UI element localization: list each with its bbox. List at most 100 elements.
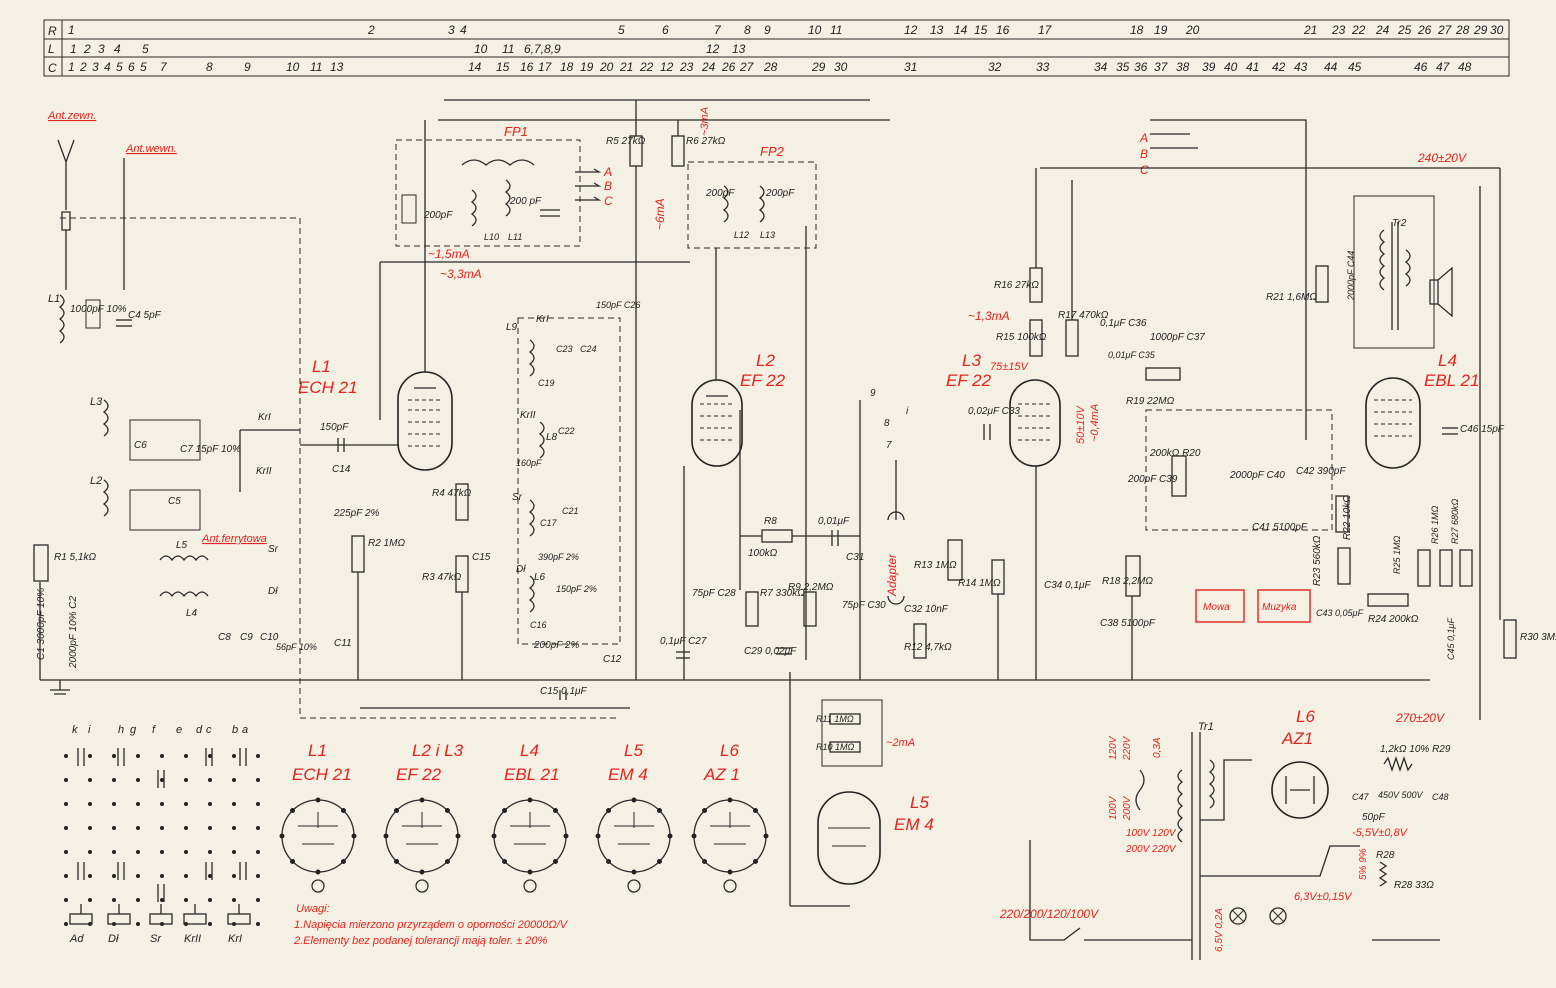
r28-label: R28 33Ω (1394, 880, 1434, 891)
grid-c-number: 14 (468, 60, 482, 74)
r26-label: R26 1MΩ (1430, 505, 1440, 544)
switch-contact (208, 922, 212, 926)
base-type: AZ 1 (703, 765, 740, 784)
coil-l4 (159, 591, 209, 598)
grid-c-number: 36 (1134, 60, 1148, 74)
c36-label: 0,1μF C36 (1100, 318, 1147, 329)
resistor-r8 (761, 529, 793, 543)
tube-pin (340, 808, 346, 814)
current-i3: ~6mA (653, 198, 667, 230)
switch-label-g: g (130, 724, 137, 736)
grid-c-number: 45 (1348, 60, 1362, 74)
tube-pin (702, 858, 708, 864)
potentiometer-r18 (1125, 555, 1141, 597)
switch-contact (136, 826, 140, 830)
tube-pin (351, 833, 357, 839)
grid-c-number: 37 (1154, 60, 1169, 74)
svg-text:100kΩ: 100kΩ (748, 548, 778, 559)
switch-contact (232, 898, 236, 902)
grid-c-number: 20 (599, 60, 614, 74)
switch-contact (112, 874, 116, 878)
switch-key (107, 913, 131, 925)
base-type: EBL 21 (504, 765, 559, 784)
tube-base-key (415, 879, 429, 893)
switch-contact (64, 898, 68, 902)
r30-label: R30 3MΩ (1520, 632, 1556, 643)
switch-blade (117, 748, 125, 766)
c10-label: C10 (260, 632, 279, 643)
tube-l2-envelope (691, 379, 743, 467)
c40-label: 2000pF C40 (1229, 470, 1285, 481)
grid-r-number: 24 (1375, 23, 1390, 37)
svg-text:L8: L8 (546, 432, 558, 443)
abc-a: A (1139, 131, 1148, 145)
c9-label: C9 (240, 632, 253, 643)
svg-text:Sr: Sr (512, 492, 523, 503)
tube-l1-id: L1 (312, 357, 331, 376)
r12-label: R12 4,7kΩ (904, 642, 952, 653)
switch-contact (184, 754, 188, 758)
grid-l-number: 4 (114, 42, 121, 56)
c8-label: C8 (218, 632, 231, 643)
mechanical-link-1 (299, 218, 620, 719)
c4-label: C4 5pF (128, 310, 162, 321)
filter-fp1: FP1 200pF 200 pF L10 L11 ~1,5mA ~3,3mA A… (395, 99, 890, 281)
band-coils: L9 KrI KrII L8 Sr L6 Dł 150pF C26 C23 C2… (360, 300, 640, 709)
mode-mowa: Mowa (1203, 602, 1230, 613)
grid-c-number: 46 (1414, 60, 1428, 74)
switch-contact (208, 874, 212, 878)
grid-r-number: 23 (1331, 23, 1346, 37)
switch-contact (208, 826, 212, 830)
potentiometer-r19 (1145, 367, 1181, 381)
switch-blade (157, 884, 165, 902)
tube-pin (656, 808, 662, 814)
stage-l2: L2 EF 22 0,1μF C27 (660, 351, 786, 680)
grid-r-number: 27 (1437, 23, 1453, 37)
switch-contact (64, 802, 68, 806)
switch-contact (136, 874, 140, 878)
switch-contact (160, 874, 164, 878)
c16-label: C16 (530, 620, 547, 630)
tube-pin (563, 833, 569, 839)
grid-l-number: 5 (142, 42, 149, 56)
grid-c-number: 1 (68, 60, 75, 74)
switch-contact (256, 778, 260, 782)
notes-title: Uwagi: (296, 903, 330, 915)
grid-c-number: 26 (721, 60, 736, 74)
switch-contact (64, 850, 68, 854)
r11-label: R11 1MΩ (816, 714, 854, 724)
grid-c-number: 47 (1436, 60, 1451, 74)
grid-l-number: 1 (70, 42, 77, 56)
switch-contact (160, 898, 164, 902)
switch-label-d: d (196, 724, 203, 736)
switch-contact (256, 754, 260, 758)
r4-label: R4 47kΩ (432, 488, 472, 499)
tube-pin (552, 858, 558, 864)
switch-contact (256, 898, 260, 902)
switch-contact (88, 850, 92, 854)
base-type: EF 22 (396, 765, 442, 784)
base-type: EM 4 (608, 765, 648, 784)
c44-label: 2000pF C44 (1346, 251, 1356, 301)
r24-label: R24 200kΩ (1368, 614, 1419, 625)
grid-c-number: 18 (560, 60, 574, 74)
label-ant-ext: Ant.zewn. (47, 110, 96, 122)
svg-text:L9: L9 (506, 322, 518, 333)
voltage-v7: 6,5V 0,2A (1214, 908, 1225, 952)
svg-text:200pF: 200pF (705, 188, 735, 199)
sw-dl: Dł (268, 586, 278, 597)
switch-contact (112, 778, 116, 782)
switch-contact (64, 754, 68, 758)
grid-c-number: 35 (1116, 60, 1130, 74)
base-id: L4 (520, 741, 539, 760)
c50p-label: 50pF (1362, 812, 1386, 823)
switch-contact (184, 778, 188, 782)
tube-l6-type: AZ1 (1281, 729, 1313, 748)
grid-c-number: 22 (639, 60, 654, 74)
resistor-r29 (1383, 755, 1413, 773)
c14-value: 150pF (320, 422, 349, 433)
tube-l4-type: EBL 21 (1424, 371, 1479, 390)
tube-pin (727, 797, 733, 803)
